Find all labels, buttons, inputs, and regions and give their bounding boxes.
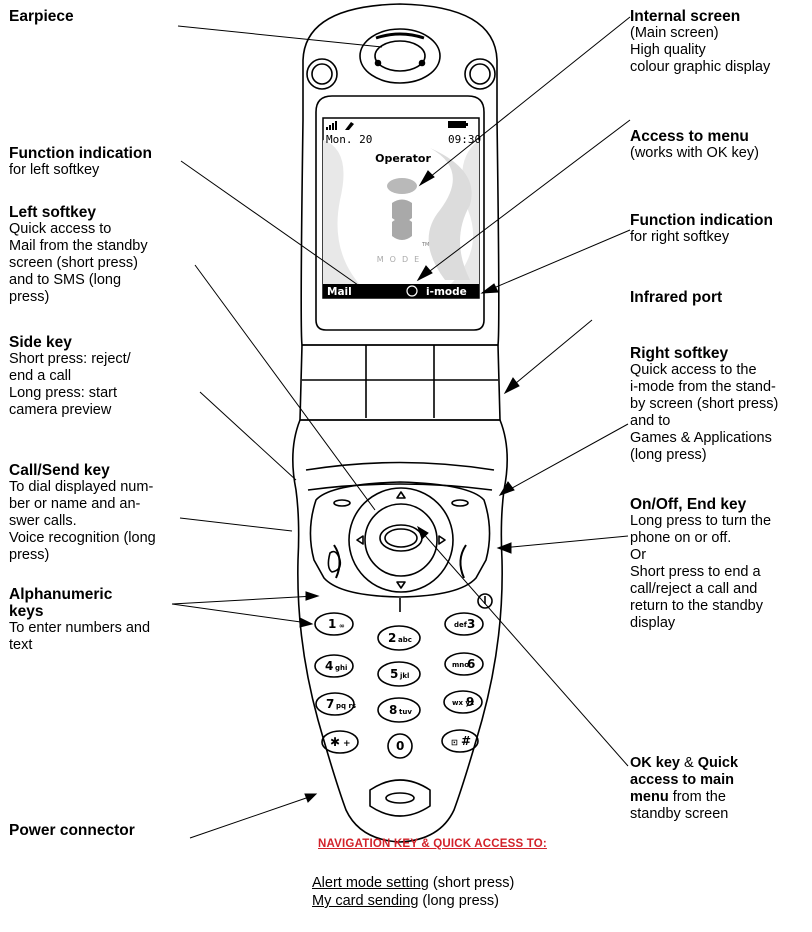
key-0-label: 0 [396, 739, 404, 753]
svg-text:⊡: ⊡ [451, 738, 458, 747]
key-8-label: 8 [389, 703, 397, 717]
hinge-screw-left [306, 58, 338, 90]
key-1-label: 1 [328, 617, 336, 631]
screen-logo-text: MODE [377, 255, 425, 264]
key-2-label: 2 [388, 631, 396, 645]
navigation-line-card: My card sending (long press) [312, 893, 499, 909]
svg-text:pq rs: pq rs [336, 702, 356, 710]
screen-date: Mon. 20 [326, 133, 372, 146]
svg-text:+: + [343, 739, 351, 749]
label-ok-key: OK key & Quick access to main menu from … [630, 755, 739, 822]
key-7-label: 7 [326, 697, 334, 711]
label-right-softkey: Right softkey Quick access to the i-mode… [630, 345, 779, 463]
signal-icon [326, 121, 337, 130]
battery-icon [448, 121, 466, 128]
my-card-link: My card sending [312, 893, 419, 909]
key-3-label: 3 [467, 617, 475, 631]
bell-icon [345, 122, 354, 130]
label-infrared-port: Infrared port [630, 289, 723, 306]
key-4-label: 4 [325, 659, 333, 673]
keypad-labels: 1 ∞ 2 abc def 3 4 ghi 5 jkl mno 6 7 pq r… [325, 617, 475, 753]
earpiece-grille [374, 40, 426, 72]
label-access-menu: Access to menu (works with OK key) [630, 128, 759, 161]
hinge [299, 344, 501, 421]
svg-text:abc: abc [398, 636, 412, 644]
lower-body [292, 419, 508, 843]
nav-surround [309, 481, 491, 598]
lcd-display [322, 117, 480, 299]
screen-tm: TM [421, 242, 429, 248]
svg-text:mno: mno [452, 661, 469, 669]
callout-lines [171, 16, 631, 839]
label-side-key: Side key Short press: reject/ end a call… [9, 334, 131, 418]
screen-operator: Operator [375, 152, 431, 165]
label-function-left: Function indication for left softkey [9, 145, 152, 178]
svg-text:ghi: ghi [335, 664, 347, 672]
label-left-softkey: Left softkey Quick access to Mail from t… [9, 204, 148, 305]
label-power-connector: Power connector [9, 822, 135, 839]
nav-ring [348, 487, 454, 593]
label-internal-screen: Internal screen (Main screen) High quali… [630, 8, 771, 75]
label-alphanumeric-keys: Alphanumeric keys To enter numbers and t… [9, 586, 151, 653]
label-function-right: Function indication for right softkey [630, 212, 773, 245]
label-call-send-key: Call/Send key To dial displayed num- ber… [9, 462, 156, 563]
svg-text:wx yz: wx yz [452, 699, 474, 707]
key-6-label: 6 [467, 657, 475, 671]
label-earpiece: Earpiece [9, 8, 74, 25]
navigation-line-alert: Alert mode setting (short press) [312, 875, 515, 891]
key-9-label: 9 [466, 695, 474, 709]
screen-bezel [315, 95, 485, 331]
hinge-screw-right [464, 58, 496, 90]
screen-left-softkey: Mail [327, 286, 352, 298]
power-symbol [477, 593, 493, 609]
label-onoff-end-key: On/Off, End key Long press to turn the p… [630, 496, 772, 631]
navigation-heading: NAVIGATION KEY & QUICK ACCESS TO: [318, 838, 547, 850]
alert-mode-link: Alert mode setting [312, 875, 429, 891]
screen-right-softkey: i-mode [426, 286, 467, 298]
key-star-label: ✱ [330, 735, 340, 749]
flip-shell [300, 3, 500, 346]
key-5-label: 5 [390, 667, 398, 681]
earpiece-outer [359, 28, 441, 84]
svg-text:def: def [454, 621, 468, 629]
svg-text:jkl: jkl [399, 672, 409, 680]
svg-text:∞: ∞ [339, 622, 345, 630]
svg-text:tuv: tuv [399, 708, 412, 716]
key-hash-label: # [461, 734, 471, 748]
